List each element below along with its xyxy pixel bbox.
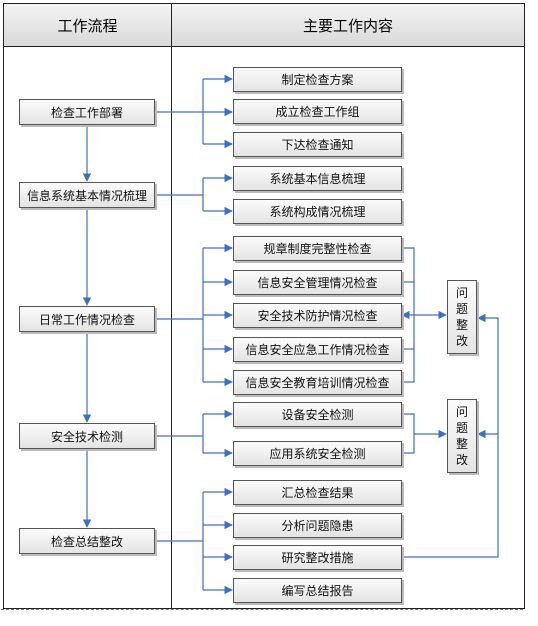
task-study-rectification-measures: 研究整改措施: [233, 545, 402, 570]
tech-collector: [402, 413, 415, 454]
bottom-dashed-line: [1, 609, 523, 610]
task-summarize-results: 汇总检查结果: [233, 480, 402, 505]
task-form-inspection-team: 成立检查工作组: [233, 99, 402, 124]
task-write-summary-report: 编写总结报告: [233, 578, 402, 603]
task-system-composition: 系统构成情况梳理: [233, 199, 402, 224]
column-divider: [171, 46, 172, 608]
task-analyze-hazards: 分析问题隐患: [233, 513, 402, 538]
rectify-box-daily: 问题整改: [447, 280, 477, 354]
task-application-security-test: 应用系统安全检测: [233, 441, 402, 466]
header-main-content: 主要工作内容: [172, 4, 524, 47]
task-system-basic-info: 系统基本信息梳理: [233, 166, 402, 191]
task-make-inspection-plan: 制定检查方案: [233, 67, 402, 92]
rectify-label: 问题整改: [455, 286, 468, 348]
header-workflow: 工作流程: [4, 4, 172, 47]
step-security-technical-testing: 安全技术检测: [19, 423, 155, 449]
step-summary-rectification: 检查总结整改: [19, 528, 155, 554]
task-rules-completeness: 规章制度完整性检查: [233, 236, 402, 261]
task-technical-protection: 安全技术防护情况检查: [233, 303, 402, 328]
step-inspection-deployment: 检查工作部署: [19, 99, 155, 125]
rectify-label: 问题整改: [455, 405, 468, 467]
rectify-box-tech: 问题整改: [447, 399, 477, 473]
task-emergency-response: 信息安全应急工作情况检查: [233, 337, 402, 362]
task-device-security-test: 设备安全检测: [233, 402, 402, 427]
feedback-to-daily-rectify: [402, 313, 499, 558]
task-security-management: 信息安全管理情况检查: [233, 270, 402, 295]
step-system-info-review: 信息系统基本情况梳理: [19, 182, 155, 208]
task-issue-inspection-notice: 下达检查通知: [233, 132, 402, 157]
step-daily-work-inspection: 日常工作情况检查: [19, 306, 155, 332]
task-education-training: 信息安全教育培训情况检查: [233, 370, 402, 395]
